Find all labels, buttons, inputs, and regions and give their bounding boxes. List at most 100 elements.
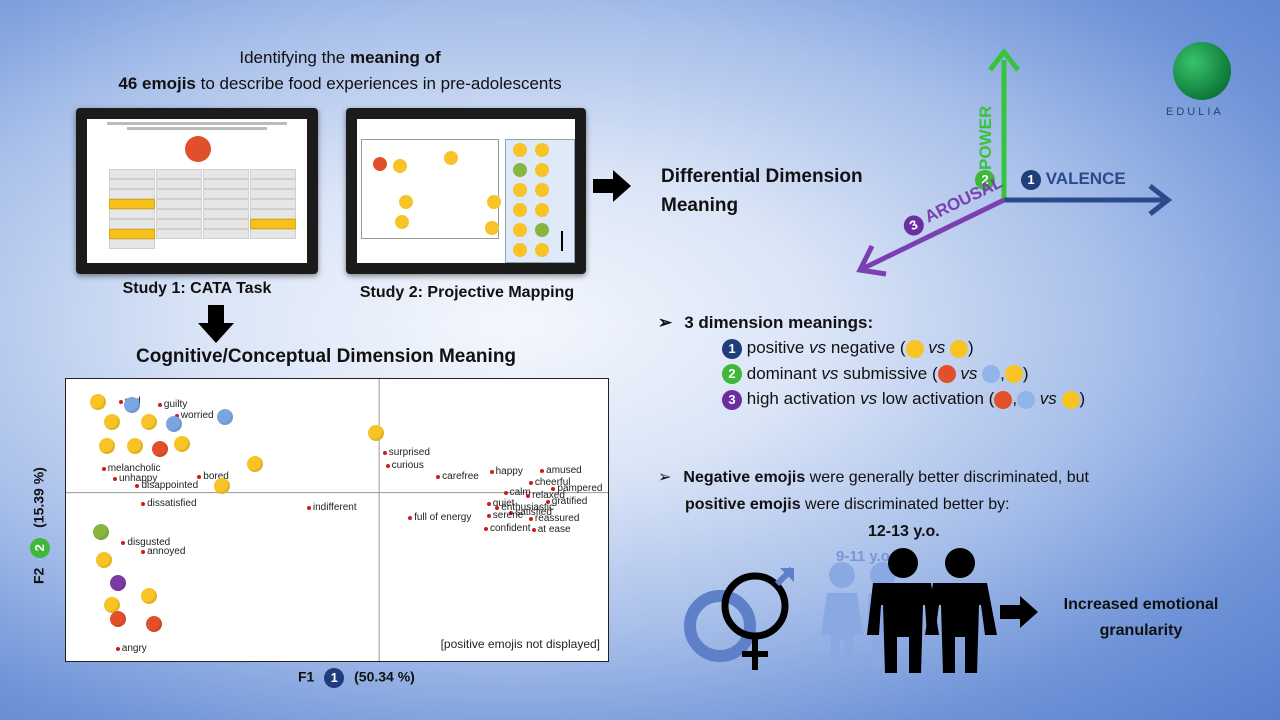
dim3-badge: 3 bbox=[722, 389, 742, 410]
cata-option bbox=[203, 179, 249, 189]
x-axis-pct: (50.34 %) bbox=[354, 668, 415, 685]
emoji-icon bbox=[395, 215, 409, 229]
sad-face-icon bbox=[1004, 365, 1023, 384]
dim3-vs: vs bbox=[860, 389, 878, 409]
result-text: Increased emotional granularity bbox=[1050, 592, 1232, 644]
plot-label: disgusted bbox=[127, 536, 171, 548]
cata-instructions bbox=[107, 122, 287, 125]
palette-emoji-icon bbox=[513, 163, 527, 177]
cata-option bbox=[109, 219, 155, 229]
plot-point bbox=[135, 484, 140, 489]
cata-option bbox=[250, 229, 296, 239]
cata-option bbox=[156, 219, 202, 229]
emoji-marker-icon bbox=[95, 551, 112, 568]
plot-label: serene bbox=[492, 510, 524, 522]
plot-point bbox=[121, 540, 126, 545]
title-line2-bold: 46 emojis bbox=[118, 74, 196, 93]
plot-label: satisfied bbox=[515, 506, 552, 518]
palette-emoji-icon bbox=[513, 223, 527, 237]
title-line2: to describe food experiences in pre-adol… bbox=[195, 74, 562, 93]
plot-label: enthusiastic bbox=[501, 502, 554, 514]
plot-point bbox=[385, 463, 390, 468]
palette-emoji-icon bbox=[535, 203, 549, 217]
gender-symbol-icon bbox=[684, 566, 795, 670]
cata-option bbox=[109, 169, 155, 179]
valence-arrowhead-icon bbox=[1148, 184, 1173, 216]
result-line1: Increased emotional bbox=[1063, 596, 1219, 613]
plot-label: worried bbox=[180, 409, 214, 421]
dim2-badge: 2 bbox=[722, 364, 742, 385]
biplot: [positive emojis not displayed] sadguilt… bbox=[65, 378, 609, 662]
title-line1: Identifying the bbox=[239, 48, 350, 67]
plot-point bbox=[197, 474, 202, 479]
palette-emoji-icon bbox=[535, 143, 549, 157]
palette-emoji-icon bbox=[535, 243, 549, 257]
plot-label: curious bbox=[391, 459, 424, 471]
main-title: Identifying the meaning of 46 emojis to … bbox=[60, 45, 620, 97]
dimension-title-text: 3 dimension meanings: bbox=[684, 313, 874, 332]
plot-point bbox=[486, 501, 491, 506]
scroll-arrow-icon bbox=[561, 231, 563, 251]
angry-face-icon bbox=[994, 390, 1013, 409]
plot-label: unhappy bbox=[118, 472, 158, 484]
plot-point bbox=[528, 517, 533, 522]
emoji-marker-icon bbox=[109, 575, 126, 592]
cata-option bbox=[203, 219, 249, 229]
cata-option bbox=[250, 209, 296, 219]
cata-option bbox=[109, 209, 155, 219]
plot-point bbox=[141, 550, 146, 555]
cata-option bbox=[203, 169, 249, 179]
mapping-screen bbox=[357, 119, 575, 263]
negative-bold2: positive emojis bbox=[685, 496, 801, 513]
plot-label: indifferent bbox=[312, 502, 357, 514]
cata-option bbox=[156, 209, 202, 219]
differential-line1: Differential Dimension bbox=[661, 166, 863, 187]
emoji-marker-icon bbox=[174, 436, 191, 453]
down-arrow-icon bbox=[198, 305, 234, 343]
cata-instructions-2 bbox=[127, 127, 267, 130]
emoji-marker-icon bbox=[90, 393, 107, 410]
emoji-marker-icon bbox=[146, 616, 163, 633]
children-silhouette-icon bbox=[821, 548, 997, 673]
sunglasses-emoji-icon bbox=[444, 151, 458, 165]
study1-tablet bbox=[76, 108, 318, 274]
num-2-badge: 2 bbox=[975, 170, 995, 190]
study2-tablet bbox=[346, 108, 586, 274]
plot-point bbox=[483, 526, 488, 531]
cata-option bbox=[250, 169, 296, 179]
plot-label: gratified bbox=[551, 495, 588, 507]
dim2-vs: vs bbox=[821, 363, 839, 383]
dim2-close: ) bbox=[1022, 363, 1029, 383]
cata-option bbox=[250, 179, 296, 189]
plot-label: angry bbox=[121, 643, 147, 655]
plot-point bbox=[486, 514, 491, 519]
frowning-face-icon bbox=[949, 339, 968, 358]
emoji-marker-icon bbox=[140, 587, 157, 604]
emoji-marker-icon bbox=[165, 415, 182, 432]
cata-option bbox=[203, 229, 249, 239]
cognitive-heading: Cognitive/Conceptual Dimension Meaning bbox=[136, 346, 517, 367]
plot-point bbox=[115, 647, 120, 652]
negative-rest1: were generally better discriminated, but bbox=[805, 469, 1089, 486]
plot-point bbox=[157, 402, 162, 407]
cata-option bbox=[156, 229, 202, 239]
plot-point bbox=[408, 515, 413, 520]
x-axis-num-badge: 1 bbox=[324, 668, 345, 688]
screaming-face-icon bbox=[1017, 390, 1036, 409]
dim1-a: positive bbox=[746, 338, 805, 357]
dim1-b: negative ( bbox=[830, 338, 906, 357]
plot-point bbox=[509, 510, 514, 515]
emoji-icon bbox=[399, 195, 413, 209]
dimension-axes bbox=[856, 47, 1173, 277]
power-arrowhead-icon bbox=[988, 47, 1020, 72]
cata-option bbox=[203, 199, 249, 209]
dim2-b: submissive ( bbox=[843, 363, 938, 383]
palette-emoji-icon bbox=[513, 183, 527, 197]
dimension-item-3: 3 high activation vs low activation (, v… bbox=[722, 389, 1085, 410]
valence-text: VALENCE bbox=[1045, 169, 1126, 188]
differential-line2: Meaning bbox=[661, 195, 739, 216]
y-axis-title: F2 2 (15.39 %) bbox=[30, 467, 50, 584]
cata-option bbox=[156, 169, 202, 179]
plot-point bbox=[141, 501, 146, 506]
x-axis-label: F1 bbox=[298, 668, 315, 685]
